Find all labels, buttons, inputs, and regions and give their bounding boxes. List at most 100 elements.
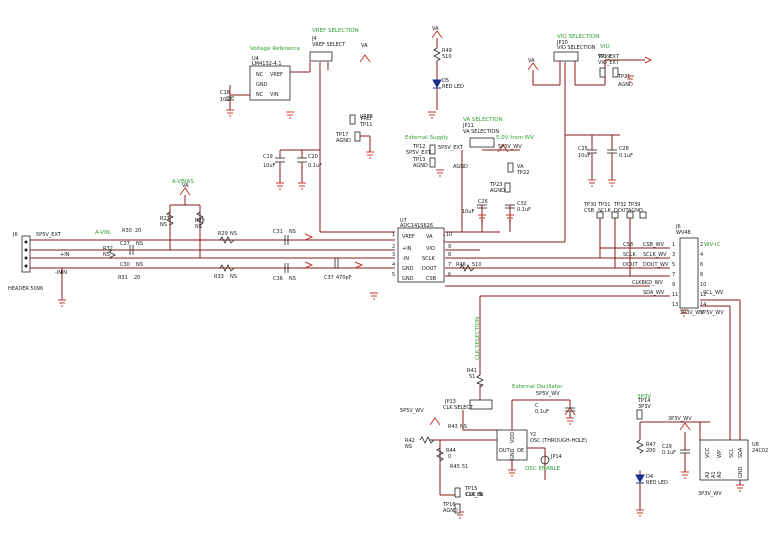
y2-oscillator: Y2 OSC (THROUGH-HOLE) VDD OUT GND OE C 0… xyxy=(496,400,587,470)
ground-icon xyxy=(608,179,616,187)
header-j5: J6 HEADER 5096 xyxy=(8,232,43,292)
ground-icon xyxy=(588,179,596,187)
u4-voltage-reference: U4 LM4132-4.1 NC GND NC VIN VREF C18 10u… xyxy=(220,56,291,103)
va-net-label: VA xyxy=(361,43,368,49)
c19-c20: C19 10uF C20 0.1uF xyxy=(263,150,322,183)
d5-ref: D5 xyxy=(442,78,449,84)
r44-ref: R44 xyxy=(446,448,456,454)
u7-pin-num: 8 xyxy=(448,252,451,258)
c26-ref: C26 xyxy=(478,199,488,205)
jp10-ref: JP10 xyxy=(556,40,568,46)
u7-pin-num: 10 xyxy=(446,232,452,238)
tp-agnd-value: AGND xyxy=(628,208,643,214)
sclk-wv-net-label: SCLK_WV xyxy=(643,252,667,258)
clkbkd-wv-net-label: CLKBKD_WV xyxy=(632,280,664,286)
c-ref: C xyxy=(535,403,539,409)
u7-pin-right: VIO xyxy=(426,246,435,252)
r46-ref: R46 xyxy=(456,262,466,268)
u8-pin: A0 xyxy=(717,471,723,478)
minus-in-net-label: -IN xyxy=(60,270,67,276)
power-net-labels: VA VA VA VA VA 5P5V_WV 5P5V_WV 5P5V_WV 3… xyxy=(36,26,724,497)
voltage-reference-heading: Voltage Reference xyxy=(250,46,301,52)
a-vin-lower-note: -IN xyxy=(55,270,62,276)
agnd-net-label: AGND xyxy=(453,164,468,170)
u8-pin: VCC xyxy=(705,447,711,458)
r31-value: 20 xyxy=(134,275,140,281)
tp-dout-ref: TP32 xyxy=(613,202,626,208)
tp19-tp21: TP19 VIO_EXT TP21 AGND xyxy=(597,54,633,88)
r45-value: 51 xyxy=(462,464,468,470)
u8-eeprom: U8 24C02 A2 A1 A0 VCC WP SCL SDA GND xyxy=(699,439,768,485)
y2-ref: Y2 xyxy=(529,432,536,438)
digital-net-labels: CSB SCLK DOUT CSB_WV SCLK_WV DOUT_WV CLK… xyxy=(623,242,724,296)
vref-selection-heading: VREF SELECTION xyxy=(312,28,359,34)
jp11-value: VA SELECTION xyxy=(463,129,499,135)
j4-vref-select[interactable]: J4 VREF SELECT xyxy=(309,36,346,62)
tp23-ref: TP23 xyxy=(489,182,502,188)
j6-ref: J6 xyxy=(675,224,681,230)
u8-pin: GND xyxy=(738,466,744,478)
u4-pin-vref: VREF xyxy=(270,72,283,78)
power-arrow-icon xyxy=(359,54,371,63)
tp22-tp23: VA TP22 TP23 AGND xyxy=(489,162,529,194)
u7-adc: U7 ADC141S626 VREF +IN -IN GND GND VA VI… xyxy=(392,218,482,283)
r49-value: 510 xyxy=(442,54,452,60)
j6-pin: 14 xyxy=(700,302,706,308)
ground-icon xyxy=(226,109,234,117)
u7-pin-right: SCLK xyxy=(422,256,435,262)
va-net-label: VA xyxy=(182,183,189,189)
u8-pin: WP xyxy=(717,450,723,458)
u7-pin-left: VREF xyxy=(402,234,415,240)
j4-ref: J4 xyxy=(311,36,317,42)
3p3v-heading: 3P3V xyxy=(637,394,651,400)
tp14-ref: TP14 xyxy=(637,398,650,404)
u7-pin-num: 4 xyxy=(392,262,395,268)
j6-pin: 7 xyxy=(672,272,675,278)
d5-value: RED LED xyxy=(442,84,464,90)
u7-pin-left: +IN xyxy=(402,246,412,252)
u7-pin-num: 1 xyxy=(392,232,395,238)
r43-value: NS xyxy=(460,424,467,430)
r28-ref: R28 xyxy=(195,218,205,224)
dout-wv-net-label: DOUT_WV xyxy=(643,262,669,268)
power-arrow-icon xyxy=(497,144,509,153)
c18-ref: C18 xyxy=(220,90,230,96)
jp13-clk-select[interactable]: JP13 CLK SELECT xyxy=(443,399,493,411)
tp15-tp16: TP15 CLK_IN TP16 AGND xyxy=(442,486,483,514)
tp21-ref: TP21 xyxy=(617,74,630,80)
power-arrow-icon xyxy=(527,62,539,71)
tp17-ref: TP17 xyxy=(335,132,348,138)
jp13-ref: JP13 xyxy=(444,399,456,405)
dout-net-label: DOUT xyxy=(623,262,638,268)
r42-ref: R42 xyxy=(405,438,415,444)
wv-ic-label: WV-IC xyxy=(704,242,720,248)
ground-icon xyxy=(366,151,374,159)
c20-value: 0.1uF xyxy=(308,163,322,169)
c30-value: NS xyxy=(136,262,143,268)
tp17-value: AGND xyxy=(336,138,351,144)
u8-pin: A2 xyxy=(705,471,711,478)
r30-value: 20 xyxy=(135,228,141,234)
u7-pin-right: VA xyxy=(426,234,433,240)
plus-in-net-label: +IN xyxy=(60,252,70,258)
j6-pin: 3 xyxy=(672,252,675,258)
tp12-ref: TP12 xyxy=(412,144,425,150)
r45-ref: R45 xyxy=(450,464,460,470)
tp19-ref: TP19 xyxy=(597,54,610,60)
u7-pin-num: 7 xyxy=(448,262,451,268)
power-arrow-icon xyxy=(679,422,691,431)
jp14-ref: JP14 xyxy=(550,454,562,460)
ground-symbols xyxy=(58,75,744,519)
jp14[interactable]: JP14 xyxy=(540,454,562,465)
ground-icon xyxy=(680,309,688,317)
5p5v-ext-net-label: 5P5V_EXT xyxy=(438,145,464,151)
tp15-ref: TP15 xyxy=(464,486,477,492)
jp10-vio-select[interactable]: JP10 VIO SELECTION xyxy=(532,40,645,86)
u7-pin-num: 9 xyxy=(448,244,451,250)
section-headings: VREF SELECTION VIO SELECTION VA SELECTIO… xyxy=(95,28,720,472)
vio-selection-heading: VIO SELECTION xyxy=(557,34,599,40)
u7-value: ADC141S626 xyxy=(400,223,433,229)
5v-from-wv-label: 5.0V from WV xyxy=(496,135,534,141)
3p3v-wv-net-label: 3P3V_WV xyxy=(680,310,704,316)
jp11-va-select[interactable]: JP11 VA SELECTION xyxy=(462,123,499,148)
